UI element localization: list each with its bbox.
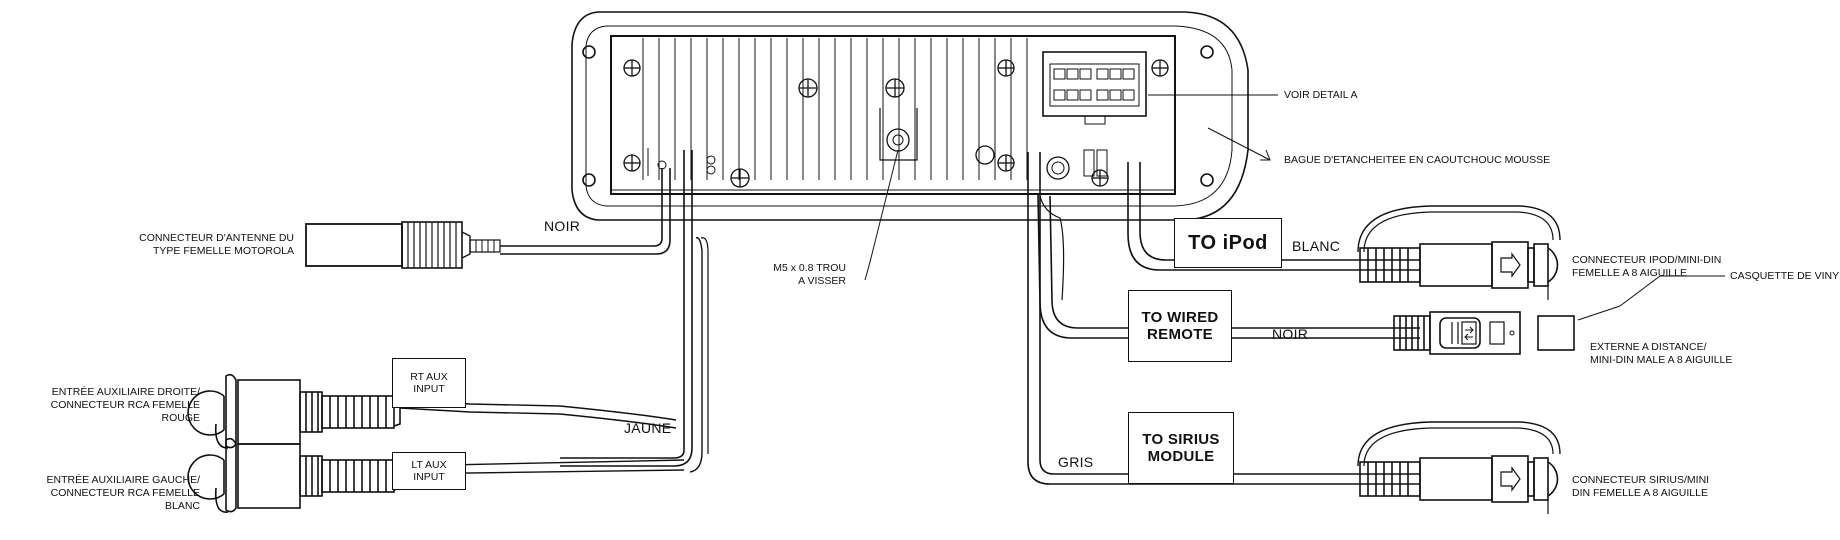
rt-aux-line1: RT AUX: [410, 371, 448, 383]
voir-detail-label: VOIR DETAIL A: [1284, 89, 1358, 101]
wire-blanc: BLANC: [1292, 238, 1341, 254]
aux-left-label: ENTRÉE AUXILIAIRE GAUCHE/ CONNECTEUR RCA…: [0, 474, 200, 513]
ipod-connector-line2: FEMELLE A 8 AIGUILLE: [1572, 267, 1687, 279]
lt-aux-line1: LT AUX: [411, 459, 447, 471]
antenna-connector: [305, 223, 403, 267]
to-ipod-label: TO iPod: [1188, 231, 1268, 254]
sirius-cable: [1027, 152, 1420, 485]
rt-aux-input-box: RT AUX INPUT: [392, 358, 466, 408]
head-unit-chassis: [610, 35, 1176, 195]
rt-aux-line2: INPUT: [413, 383, 445, 395]
to-wired-remote-box: TO WIRED REMOTE: [1128, 290, 1232, 362]
wire-noir-antenna: NOIR: [544, 218, 581, 234]
aux-left-line1: ENTRÉE AUXILIAIRE GAUCHE/: [46, 474, 200, 486]
sirius-connector-line1: CONNECTEUR SIRIUS/MINI: [1572, 474, 1710, 486]
to-wired-remote-line2: REMOTE: [1147, 326, 1213, 343]
vinyl-cap-label: CASQUETTE DE VINYLE: [1730, 270, 1840, 282]
sirius-connector-line2: DIN FEMELLE A 8 AIGUILLE: [1572, 487, 1708, 499]
ipod-cable: [1127, 162, 1420, 271]
antenna-cable: [500, 168, 663, 247]
to-sirius-module-line2: MODULE: [1147, 448, 1215, 465]
foam-gasket: [571, 11, 1249, 221]
aux-right-label: ENTRÉE AUXILIAIRE DROITE/ CONNECTEUR RCA…: [0, 386, 200, 425]
aux-right-line3: ROUGE: [161, 412, 200, 424]
ipod-connector-line1: CONNECTEUR IPOD/MINI-DIN: [1572, 254, 1722, 266]
remote-connector-line2: MINI-DIN MALE A 8 AIGUILLE: [1590, 354, 1733, 366]
aux-cable: [560, 150, 685, 459]
main-connector-block: [1042, 51, 1147, 117]
antenna-label-line1: CONNECTEUR D'ANTENNE DU: [139, 232, 294, 244]
aux-right-line2: CONNECTEUR RCA FEMELLE: [50, 399, 200, 411]
to-wired-remote-line1: TO WIRED: [1141, 309, 1219, 326]
antenna-label: CONNECTEUR D'ANTENNE DU TYPE FEMELLE MOT…: [84, 232, 294, 258]
screw-hole-line1: M5 x 0.8 TROU: [773, 262, 846, 274]
wire-gris: GRIS: [1058, 454, 1094, 470]
vinyl-cap: [1537, 315, 1575, 351]
sirius-connector: [1357, 421, 1561, 514]
to-ipod-box: TO iPod: [1174, 218, 1282, 268]
rca-connector-right: [187, 373, 401, 449]
lt-aux-input-box: LT AUX INPUT: [392, 452, 466, 490]
aux-left-line2: CONNECTEUR RCA FEMELLE: [50, 487, 200, 499]
gasket-label: BAGUE D'ETANCHEITEE EN CAOUTCHOUC MOUSSE: [1284, 154, 1551, 166]
antenna-label-line2: TYPE FEMELLE MOTOROLA: [152, 245, 294, 257]
screw-hole-line2: A VISSER: [798, 275, 846, 287]
lt-aux-line2: INPUT: [413, 471, 445, 483]
to-sirius-module-box: TO SIRIUS MODULE: [1128, 412, 1234, 484]
remote-connector-line1: EXTERNE A DISTANCE/: [1590, 341, 1707, 353]
screw-hole-label: M5 x 0.8 TROU A VISSER: [736, 262, 846, 288]
ipod-connector: [1357, 205, 1561, 300]
rca-connector-left: [187, 437, 401, 513]
sirius-connector-label: CONNECTEUR SIRIUS/MINI DIN FEMELLE A 8 A…: [1572, 474, 1709, 500]
wire-noir-remote: NOIR: [1272, 326, 1309, 342]
ipod-connector-label: CONNECTEUR IPOD/MINI-DIN FEMELLE A 8 AIG…: [1572, 254, 1721, 280]
to-sirius-module-line1: TO SIRIUS: [1142, 431, 1220, 448]
wire-jaune: JAUNE: [624, 420, 672, 436]
remote-connector-label: EXTERNE A DISTANCE/ MINI-DIN MALE A 8 AI…: [1590, 341, 1732, 367]
aux-right-line1: ENTRÉE AUXILIAIRE DROITE/: [51, 386, 200, 398]
aux-left-line3: BLANC: [164, 500, 200, 512]
remote-connector: [1393, 311, 1521, 355]
